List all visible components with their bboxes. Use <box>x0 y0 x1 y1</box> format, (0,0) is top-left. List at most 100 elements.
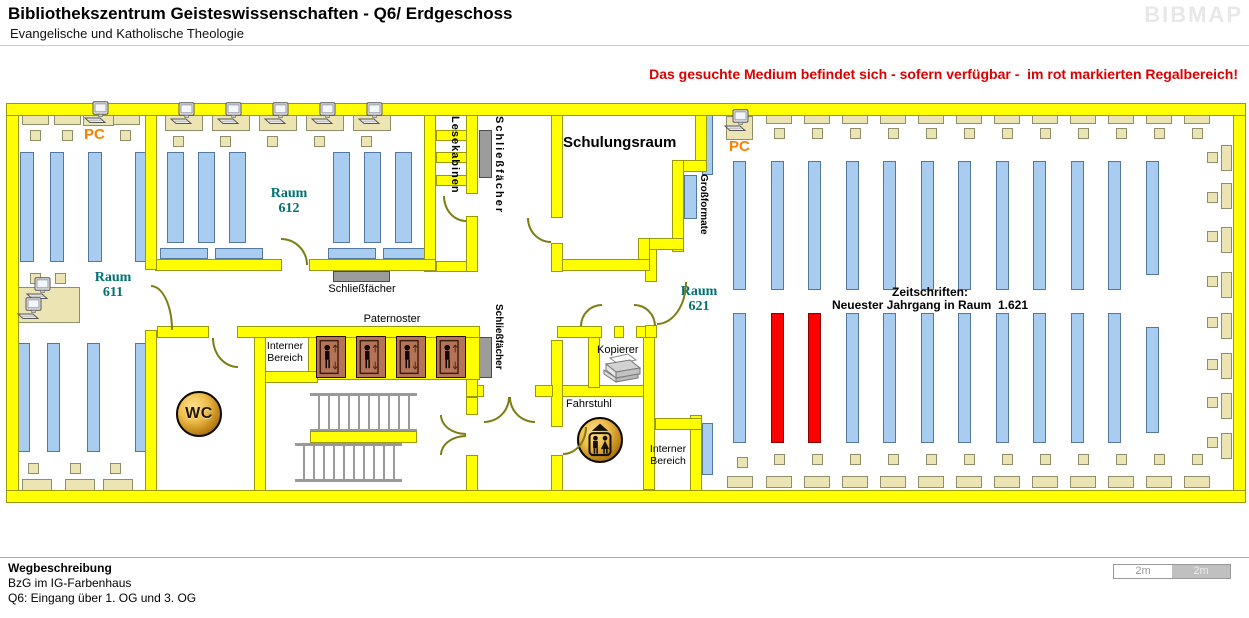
bibmap-logo: BIBMAP <box>1144 2 1243 27</box>
door-swing-icon <box>212 338 238 368</box>
chair <box>1192 128 1203 139</box>
chair <box>1040 454 1051 465</box>
chair <box>926 128 937 139</box>
bookshelf <box>1071 313 1084 443</box>
bookshelf <box>883 313 896 443</box>
table <box>994 476 1020 488</box>
bookshelf <box>958 313 971 443</box>
highlight-notice: Das gesuchte Medium befindet sich - sofe… <box>649 66 1238 82</box>
table <box>1146 476 1172 488</box>
grossformate-label: Großformate <box>698 174 709 235</box>
interner-bereich-1-line1: Interner <box>266 340 304 352</box>
wall-segment <box>551 259 650 271</box>
paternoster-cabin-icon <box>356 336 386 378</box>
wall-segment <box>145 114 157 270</box>
chair <box>1192 454 1203 465</box>
bookshelf <box>996 161 1009 290</box>
chair <box>1078 128 1089 139</box>
bookshelf <box>846 161 859 290</box>
chair <box>173 136 184 147</box>
wall-segment <box>614 326 624 338</box>
chair <box>774 128 785 139</box>
locker-unit <box>479 337 492 378</box>
chair <box>1207 276 1218 287</box>
table <box>956 476 982 488</box>
wall-segment <box>551 455 563 492</box>
table <box>918 476 944 488</box>
table <box>804 476 830 488</box>
table <box>1221 183 1232 209</box>
zeitschriften-line1: Zeitschriften: <box>891 285 968 299</box>
table <box>1221 353 1232 379</box>
locker-unit <box>479 130 492 178</box>
locker-unit <box>333 271 390 282</box>
wall-segment <box>1233 103 1246 503</box>
footer-line2: Q6: Eingang über 1. OG und 3. OG <box>8 591 197 605</box>
chair <box>737 457 748 468</box>
bookshelf <box>50 152 64 262</box>
table <box>880 476 906 488</box>
chair <box>850 128 861 139</box>
interner-bereich-label-2: Interner Bereich <box>645 443 691 467</box>
door-swing-icon <box>440 415 466 435</box>
room-621-label-line1: Raum <box>680 284 718 299</box>
interner-bereich-2-line1: Interner <box>649 443 687 455</box>
lesekabinen-label: Lesekabinen <box>449 116 461 194</box>
wall-segment <box>309 259 436 271</box>
bookshelf <box>733 313 746 443</box>
elevator-pictogram <box>588 423 612 457</box>
bookshelf <box>47 343 60 452</box>
chair <box>110 463 121 474</box>
chair <box>1207 437 1218 448</box>
chair <box>1116 454 1127 465</box>
computer-icon <box>216 102 243 125</box>
door-swing-icon <box>634 304 656 326</box>
table <box>842 476 868 488</box>
bookshelf <box>958 161 971 290</box>
wall-segment <box>466 455 478 492</box>
table <box>1221 393 1232 419</box>
zeitschriften-line2: Neuester Jahrgang in Raum 1.621 <box>831 298 1029 312</box>
bookshelf <box>771 161 784 290</box>
chair <box>1207 397 1218 408</box>
door-swing-icon <box>484 397 510 423</box>
bookshelf <box>702 423 713 475</box>
bookshelf <box>88 152 102 262</box>
room-612-label-line2: 612 <box>278 201 300 216</box>
wall-segment <box>551 114 563 218</box>
computer-icon <box>169 102 196 125</box>
header-divider <box>0 45 1249 46</box>
chair <box>220 136 231 147</box>
computer-icon <box>263 102 290 125</box>
schliessfaecher-label-h: Schließfächer <box>328 283 396 295</box>
room-612-label-line1: Raum <box>270 186 308 201</box>
table <box>1221 145 1232 171</box>
paternoster-cabin-icon <box>316 336 346 378</box>
paternoster-cabin-icon <box>436 336 466 378</box>
chair <box>70 463 81 474</box>
wall-segment <box>466 114 478 194</box>
wall-segment <box>436 261 467 272</box>
room-621-label-line2: 621 <box>688 299 710 314</box>
bookshelf <box>1146 161 1159 275</box>
bookshelf <box>395 152 412 243</box>
bookshelf <box>87 343 100 452</box>
kopierer-label: Kopierer <box>597 344 639 356</box>
bookshelf <box>1033 313 1046 443</box>
chair <box>314 136 325 147</box>
wall-segment <box>6 103 1246 116</box>
bookshelf <box>996 313 1009 443</box>
schulungsraum-label: Schulungsraum <box>563 134 677 151</box>
chair <box>1002 454 1013 465</box>
schliessfaecher-label-top: Schließfächer <box>493 116 505 215</box>
chair <box>1040 128 1051 139</box>
chair <box>812 454 823 465</box>
pc-label-1: PC <box>84 126 105 143</box>
door-swing-icon <box>440 435 466 455</box>
door-swing-icon <box>443 196 466 222</box>
bookshelf <box>1146 327 1159 433</box>
table <box>1221 433 1232 459</box>
chair <box>1154 454 1165 465</box>
chair <box>62 130 73 141</box>
